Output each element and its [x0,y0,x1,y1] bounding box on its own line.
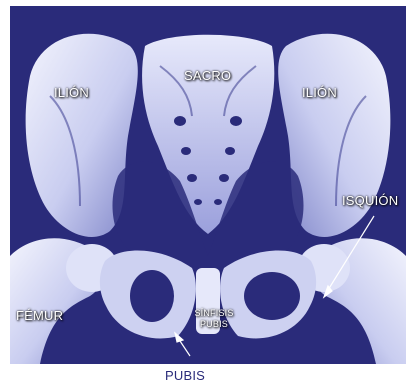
left-obturator-foramen [130,270,174,322]
label-sacro: SACRO [184,68,231,83]
label-femur: FÉMUR [16,308,63,323]
pubis-pointer [175,333,190,356]
anatomy-figure: ILIÓN ILIÓN SACRO ISQUIÓN FÉMUR SÍNFISIS… [10,6,406,364]
label-sinfisis: SÍNFISIS [188,308,240,319]
label-sinfisis-pubis-line: PUBIS [188,319,240,330]
label-ilion-left: ILIÓN [54,85,89,100]
label-pubis: PUBIS [165,368,205,383]
label-isquion: ISQUIÓN [342,193,398,208]
label-ilion-right: ILIÓN [302,85,337,100]
label-sinfisis-pubis: SÍNFISIS PUBIS [188,308,240,330]
right-obturator-foramen [244,272,300,320]
